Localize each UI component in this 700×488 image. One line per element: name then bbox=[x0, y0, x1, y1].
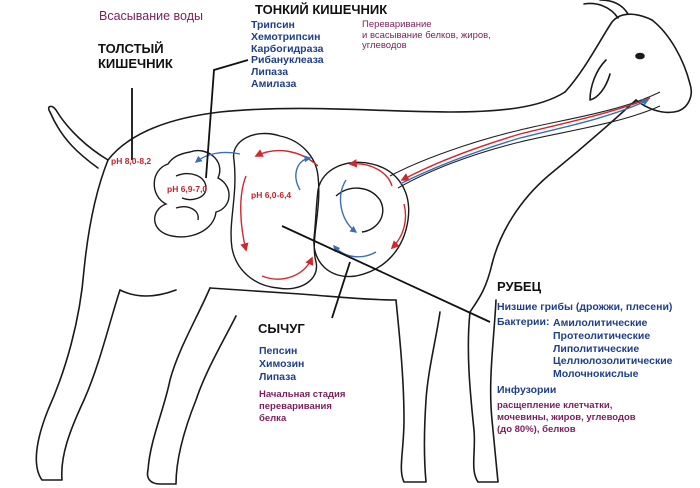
enzyme-item: Амилаза bbox=[251, 77, 297, 90]
goat-back bbox=[107, 91, 566, 161]
small-intestine-ph: pH 6,9-7,0 bbox=[167, 184, 208, 194]
bacteria-item: Протеолитические bbox=[553, 329, 651, 342]
water-absorption-label: Всасывание воды bbox=[99, 9, 203, 23]
enzyme-item: Рибануклеаза bbox=[251, 54, 324, 67]
rumen-infusoria: Инфузории bbox=[497, 384, 557, 396]
esophagus bbox=[389, 91, 661, 177]
enzyme-item: Липаза bbox=[259, 370, 297, 383]
abomasum-enzymes: Пепсин Химозин Липаза bbox=[259, 345, 304, 383]
goat-hind-leg-back bbox=[35, 159, 121, 481]
goat-front-leg-back bbox=[395, 299, 441, 483]
small-intestine-coil bbox=[153, 149, 230, 238]
pointer-rumen bbox=[281, 225, 491, 323]
enzyme-item: Пепсин bbox=[259, 345, 298, 357]
abomasum-title: СЫЧУГ bbox=[258, 321, 305, 336]
large-intestine-title: ТОЛСТЫЙ КИШЕЧНИК bbox=[98, 41, 173, 71]
enzyme-item: Карбогидраза bbox=[251, 42, 324, 55]
rumen-outline bbox=[313, 161, 410, 278]
abomasum-ph: pH 6,0-6,4 bbox=[251, 190, 292, 200]
goat-front-leg bbox=[467, 299, 499, 483]
abomasum-stage: Начальная стадия переваривания белка bbox=[259, 389, 346, 424]
bacteria-item: Амилолитические bbox=[553, 317, 648, 329]
bacteria-item: Липолитические bbox=[553, 342, 640, 355]
goat-tail bbox=[47, 105, 109, 169]
rumen-bacteria-label: Бактерии: bbox=[497, 316, 550, 328]
goat-neck bbox=[564, 13, 653, 93]
rumen-fungi: Низшие грибы (дрожжи, плесени) bbox=[497, 301, 673, 313]
enzyme-item: Липаза bbox=[251, 66, 289, 78]
goat-head bbox=[635, 19, 692, 114]
abomasum-outline bbox=[230, 132, 320, 290]
pointer-small-intestine bbox=[205, 59, 249, 179]
enzyme-item: Хемотрипсин bbox=[251, 30, 321, 43]
enzyme-item: Химозин bbox=[259, 357, 305, 370]
rumen-bacteria-list: Амилолитические Протеолитические Липолит… bbox=[553, 317, 673, 381]
goat-hind-leg bbox=[146, 287, 237, 485]
goat-ear bbox=[589, 59, 611, 101]
pointer-abomasum bbox=[331, 261, 351, 319]
small-intestine-function: Переваривание и всасывание белков, жиров… bbox=[362, 19, 491, 52]
goat-belly bbox=[209, 287, 397, 301]
rumen-title: РУБЕЦ bbox=[497, 279, 542, 294]
bacteria-item: Молочнокислые bbox=[553, 368, 639, 381]
enzyme-item: Трипсин bbox=[251, 19, 295, 31]
goat-throat bbox=[491, 99, 637, 265]
small-intestine-enzymes: Трипсин Хемотрипсин Карбогидраза Рибанук… bbox=[251, 19, 324, 91]
rumen-function: расщепление клетчатки, мочевины, жиров, … bbox=[497, 400, 636, 435]
large-intestine-ph: pH 8,0-8,2 bbox=[111, 156, 152, 166]
small-intestine-title: ТОНКИЙ КИШЕЧНИК bbox=[255, 2, 388, 17]
goat-chest bbox=[469, 263, 493, 313]
goat-horn bbox=[583, 0, 629, 19]
bacteria-item: Целлюлозолитические bbox=[553, 355, 673, 368]
